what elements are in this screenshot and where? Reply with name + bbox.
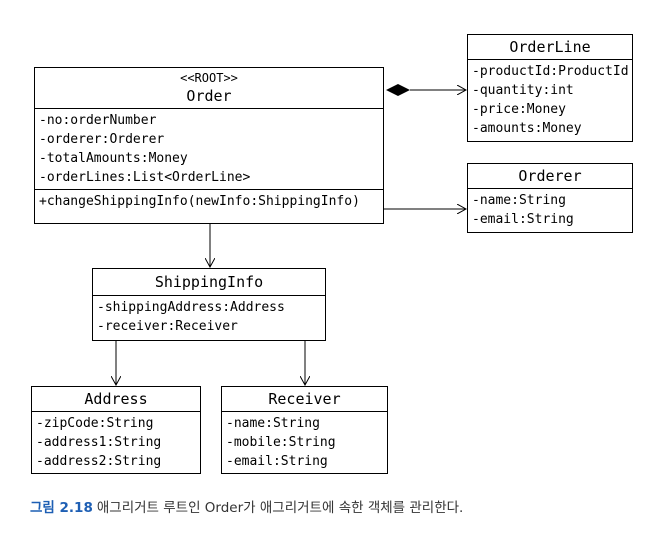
- address-class-name: Address: [32, 387, 200, 412]
- shippinginfo-attribute: -shippingAddress:Address: [97, 300, 285, 315]
- orderline-attribute: -quantity:int: [472, 83, 574, 98]
- receiver-attribute: -email:String: [226, 454, 328, 469]
- receiver-attribute: -name:String: [226, 416, 320, 431]
- orderline-class-box: OrderLine -productId:ProductId -quantity…: [467, 34, 633, 142]
- order-attribute: -orderer:Orderer: [39, 132, 165, 147]
- orderer-class-name: Orderer: [468, 164, 632, 189]
- orderline-class-name: OrderLine: [468, 35, 632, 60]
- address-attribute: -zipCode:String: [36, 416, 154, 431]
- order-attributes: -no:orderNumber -orderer:Orderer -totalA…: [35, 109, 383, 189]
- order-class-header: <<ROOT>> Order: [35, 68, 383, 109]
- orderline-attribute: -productId:ProductId: [472, 64, 629, 79]
- figure-caption-text: 애그리거트 루트인 Order가 애그리거트에 속한 객체를 관리한다.: [96, 500, 464, 516]
- order-operations: +changeShippingInfo(newInfo:ShippingInfo…: [35, 189, 383, 213]
- address-attribute: -address2:String: [36, 454, 162, 469]
- shippinginfo-attributes: -shippingAddress:Address -receiver:Recei…: [93, 296, 325, 338]
- orderline-attribute: -price:Money: [472, 102, 566, 117]
- orderer-attribute: -name:String: [472, 193, 566, 208]
- orderline-attributes: -productId:ProductId -quantity:int -pric…: [468, 60, 632, 140]
- order-operation: +changeShippingInfo(newInfo:ShippingInfo…: [39, 194, 360, 209]
- receiver-class-box: Receiver -name:String -mobile:String -em…: [221, 386, 388, 474]
- shippinginfo-class-box: ShippingInfo -shippingAddress:Address -r…: [92, 268, 326, 341]
- order-attribute: -orderLines:List<OrderLine>: [39, 170, 251, 185]
- order-attribute: -no:orderNumber: [39, 113, 157, 128]
- order-class-box: <<ROOT>> Order -no:orderNumber -orderer:…: [34, 67, 384, 224]
- address-attribute: -address1:String: [36, 435, 162, 450]
- order-class-name: Order: [186, 87, 232, 105]
- shippinginfo-attribute: -receiver:Receiver: [97, 319, 238, 334]
- address-attributes: -zipCode:String -address1:String -addres…: [32, 412, 200, 473]
- orderer-attribute: -email:String: [472, 212, 574, 227]
- receiver-attributes: -name:String -mobile:String -email:Strin…: [222, 412, 387, 473]
- order-stereotype: <<ROOT>>: [180, 71, 238, 85]
- order-attribute: -totalAmounts:Money: [39, 151, 188, 166]
- shippinginfo-class-name: ShippingInfo: [93, 269, 325, 296]
- orderline-attribute: -amounts:Money: [472, 121, 582, 136]
- figure-number: 그림 2.18: [30, 500, 93, 516]
- receiver-class-name: Receiver: [222, 387, 387, 412]
- address-class-box: Address -zipCode:String -address1:String…: [31, 386, 201, 474]
- orderer-class-box: Orderer -name:String -email:String: [467, 163, 633, 233]
- composition-diamond: [386, 84, 410, 96]
- orderer-attributes: -name:String -email:String: [468, 189, 632, 231]
- receiver-attribute: -mobile:String: [226, 435, 336, 450]
